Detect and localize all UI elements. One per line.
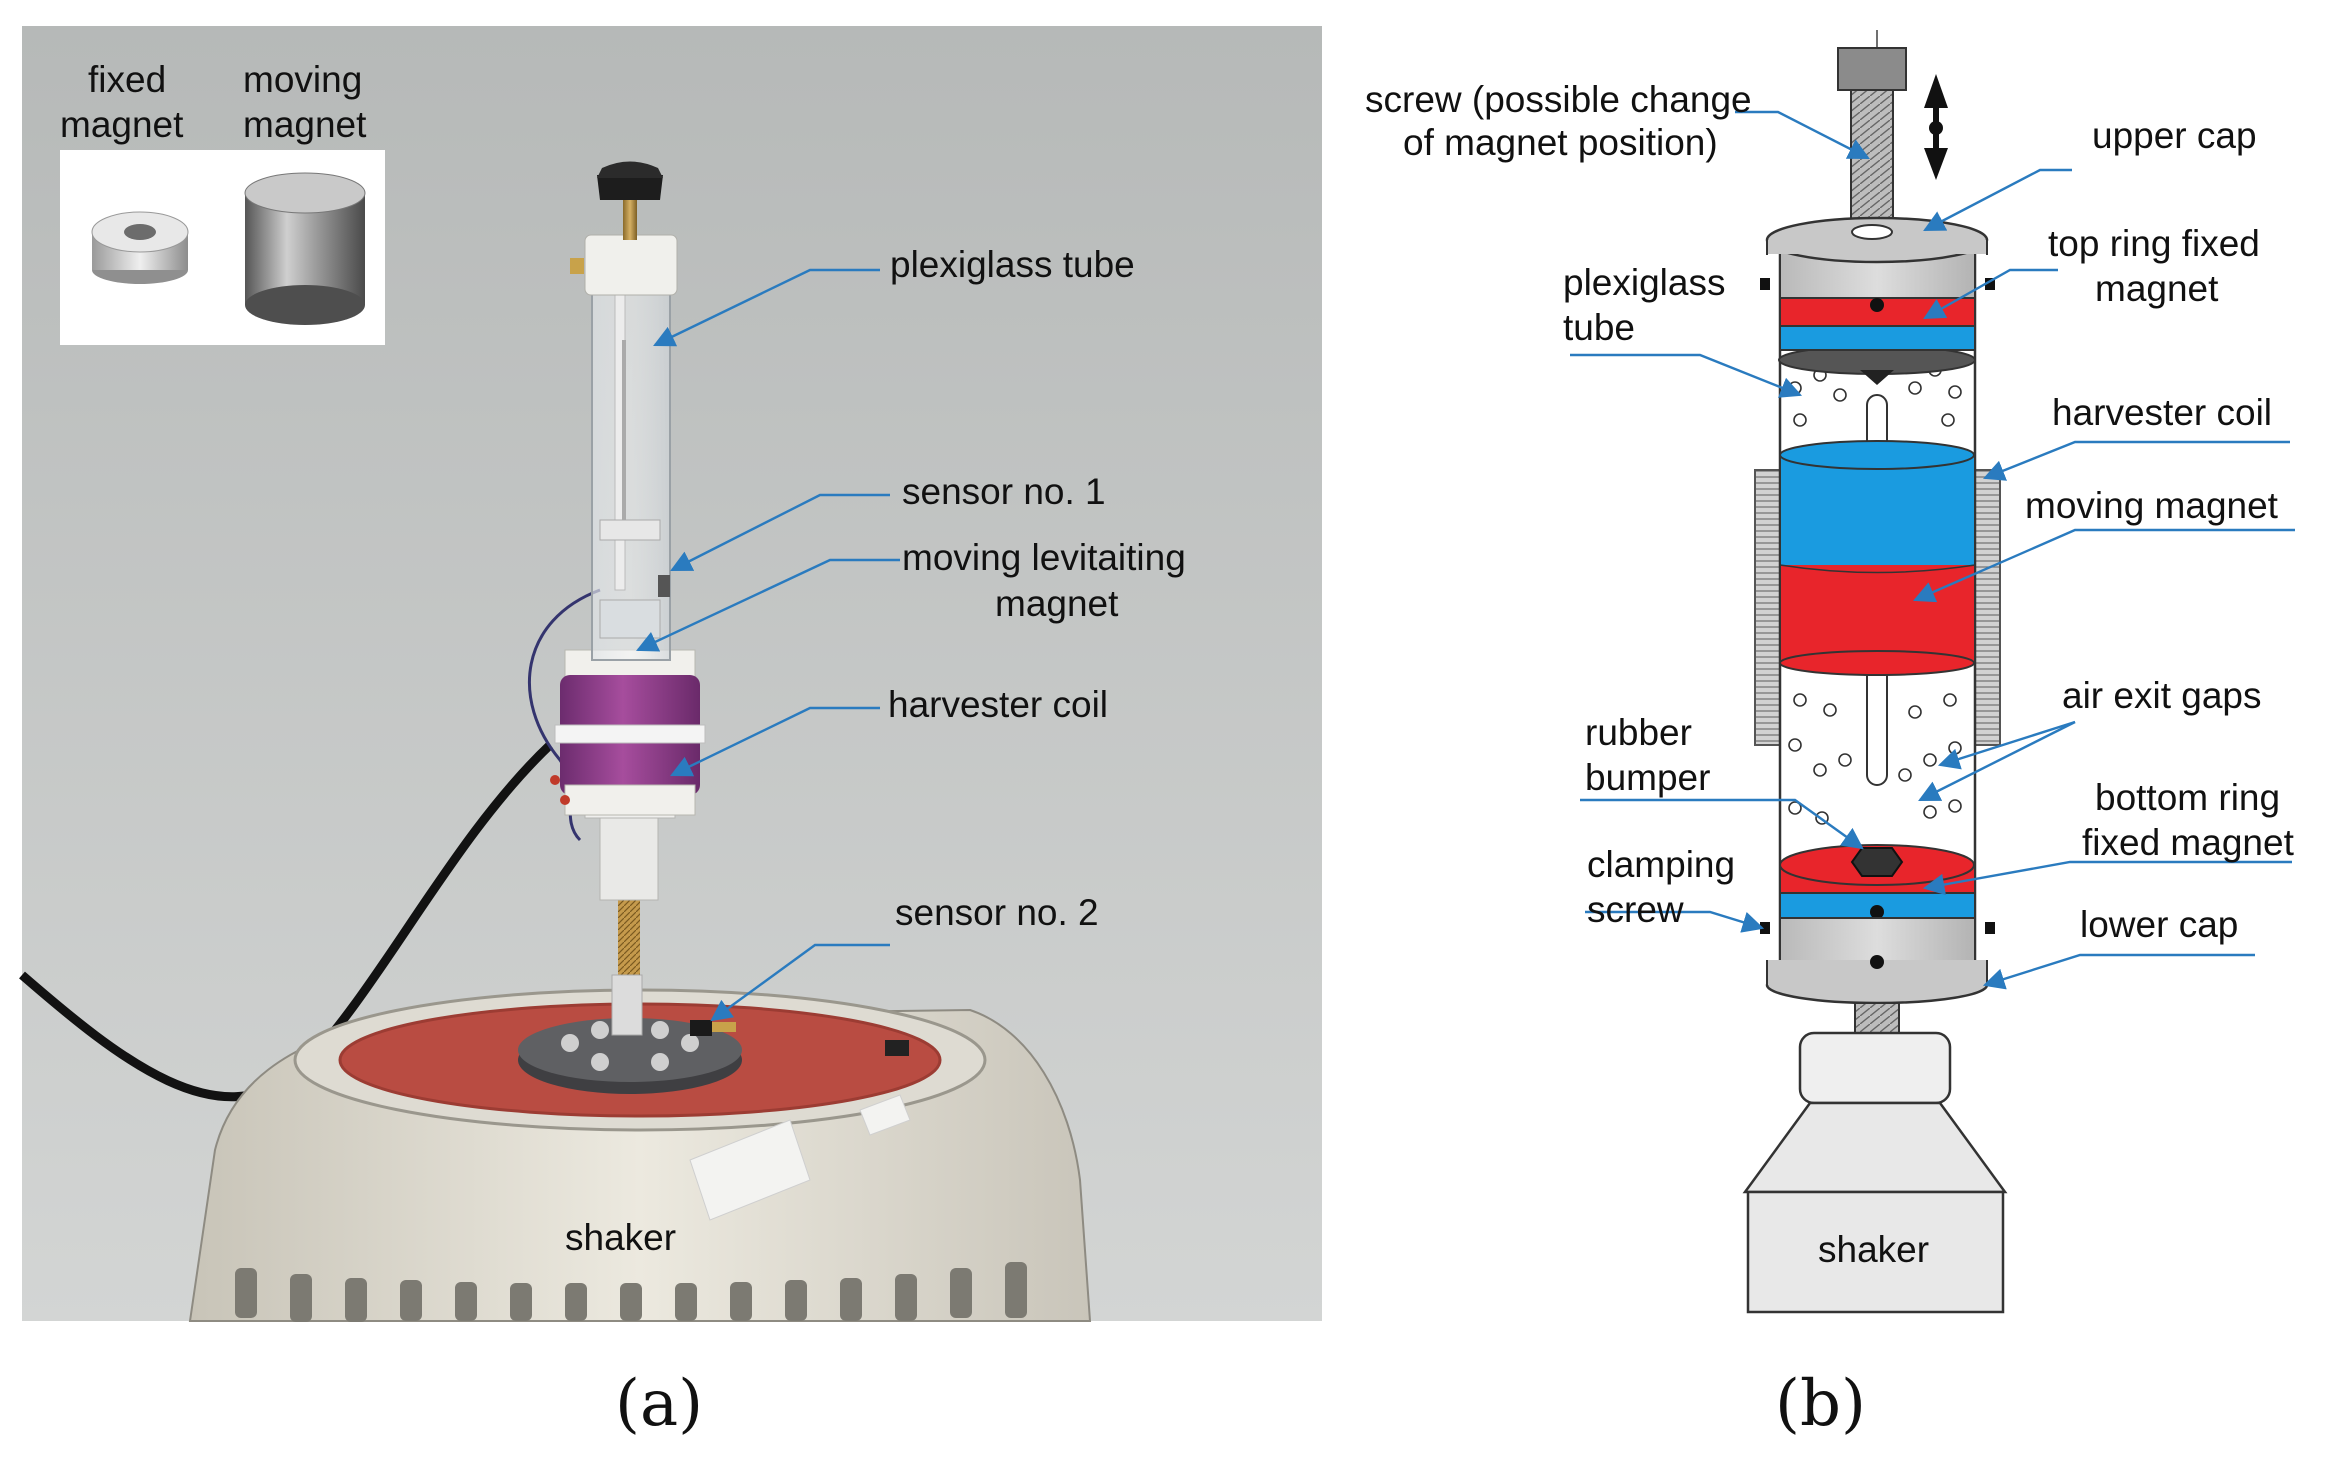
label-screw-2: of magnet position) <box>1403 122 1718 163</box>
label-rubber-2: bumper <box>1585 757 1710 798</box>
shaker-schematic <box>1742 1031 2008 1314</box>
caption-b: (b) <box>1775 1367 1866 1441</box>
upper-cap-assembly <box>1760 216 1995 385</box>
inset-fixed-label-1: fixed <box>88 59 166 100</box>
panel-a-photo: fixed magnet moving magnet plexiglass tu… <box>19 26 1322 1441</box>
magnet-inset <box>60 150 385 345</box>
leader-bottom-ring <box>1922 860 2292 896</box>
leader-lower-cap <box>1982 953 2255 990</box>
label-plexiglass-1: plexiglass <box>1563 262 1725 303</box>
label-rubber-1: rubber <box>1585 712 1692 753</box>
leader-coil-b <box>1982 440 2290 481</box>
label-moving-levitating-2: magnet <box>995 583 1119 624</box>
inset-fixed-label-2: magnet <box>60 104 184 145</box>
label-plexiglass-2: tube <box>1563 307 1635 348</box>
leader-sensor-2 <box>710 943 890 1022</box>
leader-screw <box>1735 110 1870 160</box>
label-moving-magnet-b: moving magnet <box>2025 485 2279 526</box>
label-sensor-1: sensor no. 1 <box>902 471 1106 512</box>
label-harvester-coil-b: harvester coil <box>2052 392 2272 433</box>
label-clamping-2: screw <box>1587 889 1684 930</box>
caption-a: (a) <box>615 1367 703 1441</box>
inset-moving-label-2: magnet <box>243 104 367 145</box>
leader-air-gaps-2 <box>1937 720 2076 770</box>
label-air-exit-gaps: air exit gaps <box>2062 675 2262 716</box>
leader-clamping <box>1585 910 1765 933</box>
leader-rubber <box>1580 798 1864 850</box>
leader-sensor-1 <box>670 493 890 572</box>
label-moving-levitating-1: moving levitaiting <box>902 537 1186 578</box>
label-top-ring-1: top ring fixed <box>2048 223 2260 264</box>
leader-top-ring <box>1923 268 2058 320</box>
shaker-body <box>188 988 1092 1322</box>
label-harvester-coil: harvester coil <box>888 684 1108 725</box>
panel-b-schematic: screw (possible change of magnet positio… <box>1365 30 2295 1441</box>
label-screw-1: screw (possible change <box>1365 79 1752 120</box>
leader-moving-magnet <box>636 558 900 652</box>
screw-head <box>1837 47 1907 91</box>
lower-cap-assembly <box>1760 844 1995 1034</box>
label-lower-cap: lower cap <box>2080 904 2238 945</box>
label-plexiglass-tube: plexiglass tube <box>890 244 1135 285</box>
leader-upper-cap <box>1923 168 2072 232</box>
harvester-coil-photo <box>550 649 706 816</box>
label-sensor-2: sensor no. 2 <box>895 892 1099 933</box>
label-clamping-1: clamping <box>1587 844 1735 885</box>
moving-magnet-schematic <box>1779 440 1976 676</box>
label-top-ring-2: magnet <box>2095 268 2219 309</box>
leader-moving-magnet-b <box>1913 528 2295 603</box>
leader-air-gaps-1 <box>1918 720 2076 802</box>
leader-coil <box>670 706 880 777</box>
label-bottom-ring-1: bottom ring <box>2095 777 2280 818</box>
label-shaker-a: shaker <box>565 1217 676 1258</box>
label-shaker-b: shaker <box>1818 1229 1929 1270</box>
base-plate <box>518 1018 742 1094</box>
leader-plexiglass <box>653 268 880 347</box>
inset-moving-label-1: moving <box>243 59 362 100</box>
label-bottom-ring-2: fixed magnet <box>2082 822 2295 863</box>
leader-plexiglass-b <box>1570 353 1803 398</box>
adjust-arrow-icon <box>1924 74 1948 180</box>
label-upper-cap: upper cap <box>2092 115 2257 156</box>
